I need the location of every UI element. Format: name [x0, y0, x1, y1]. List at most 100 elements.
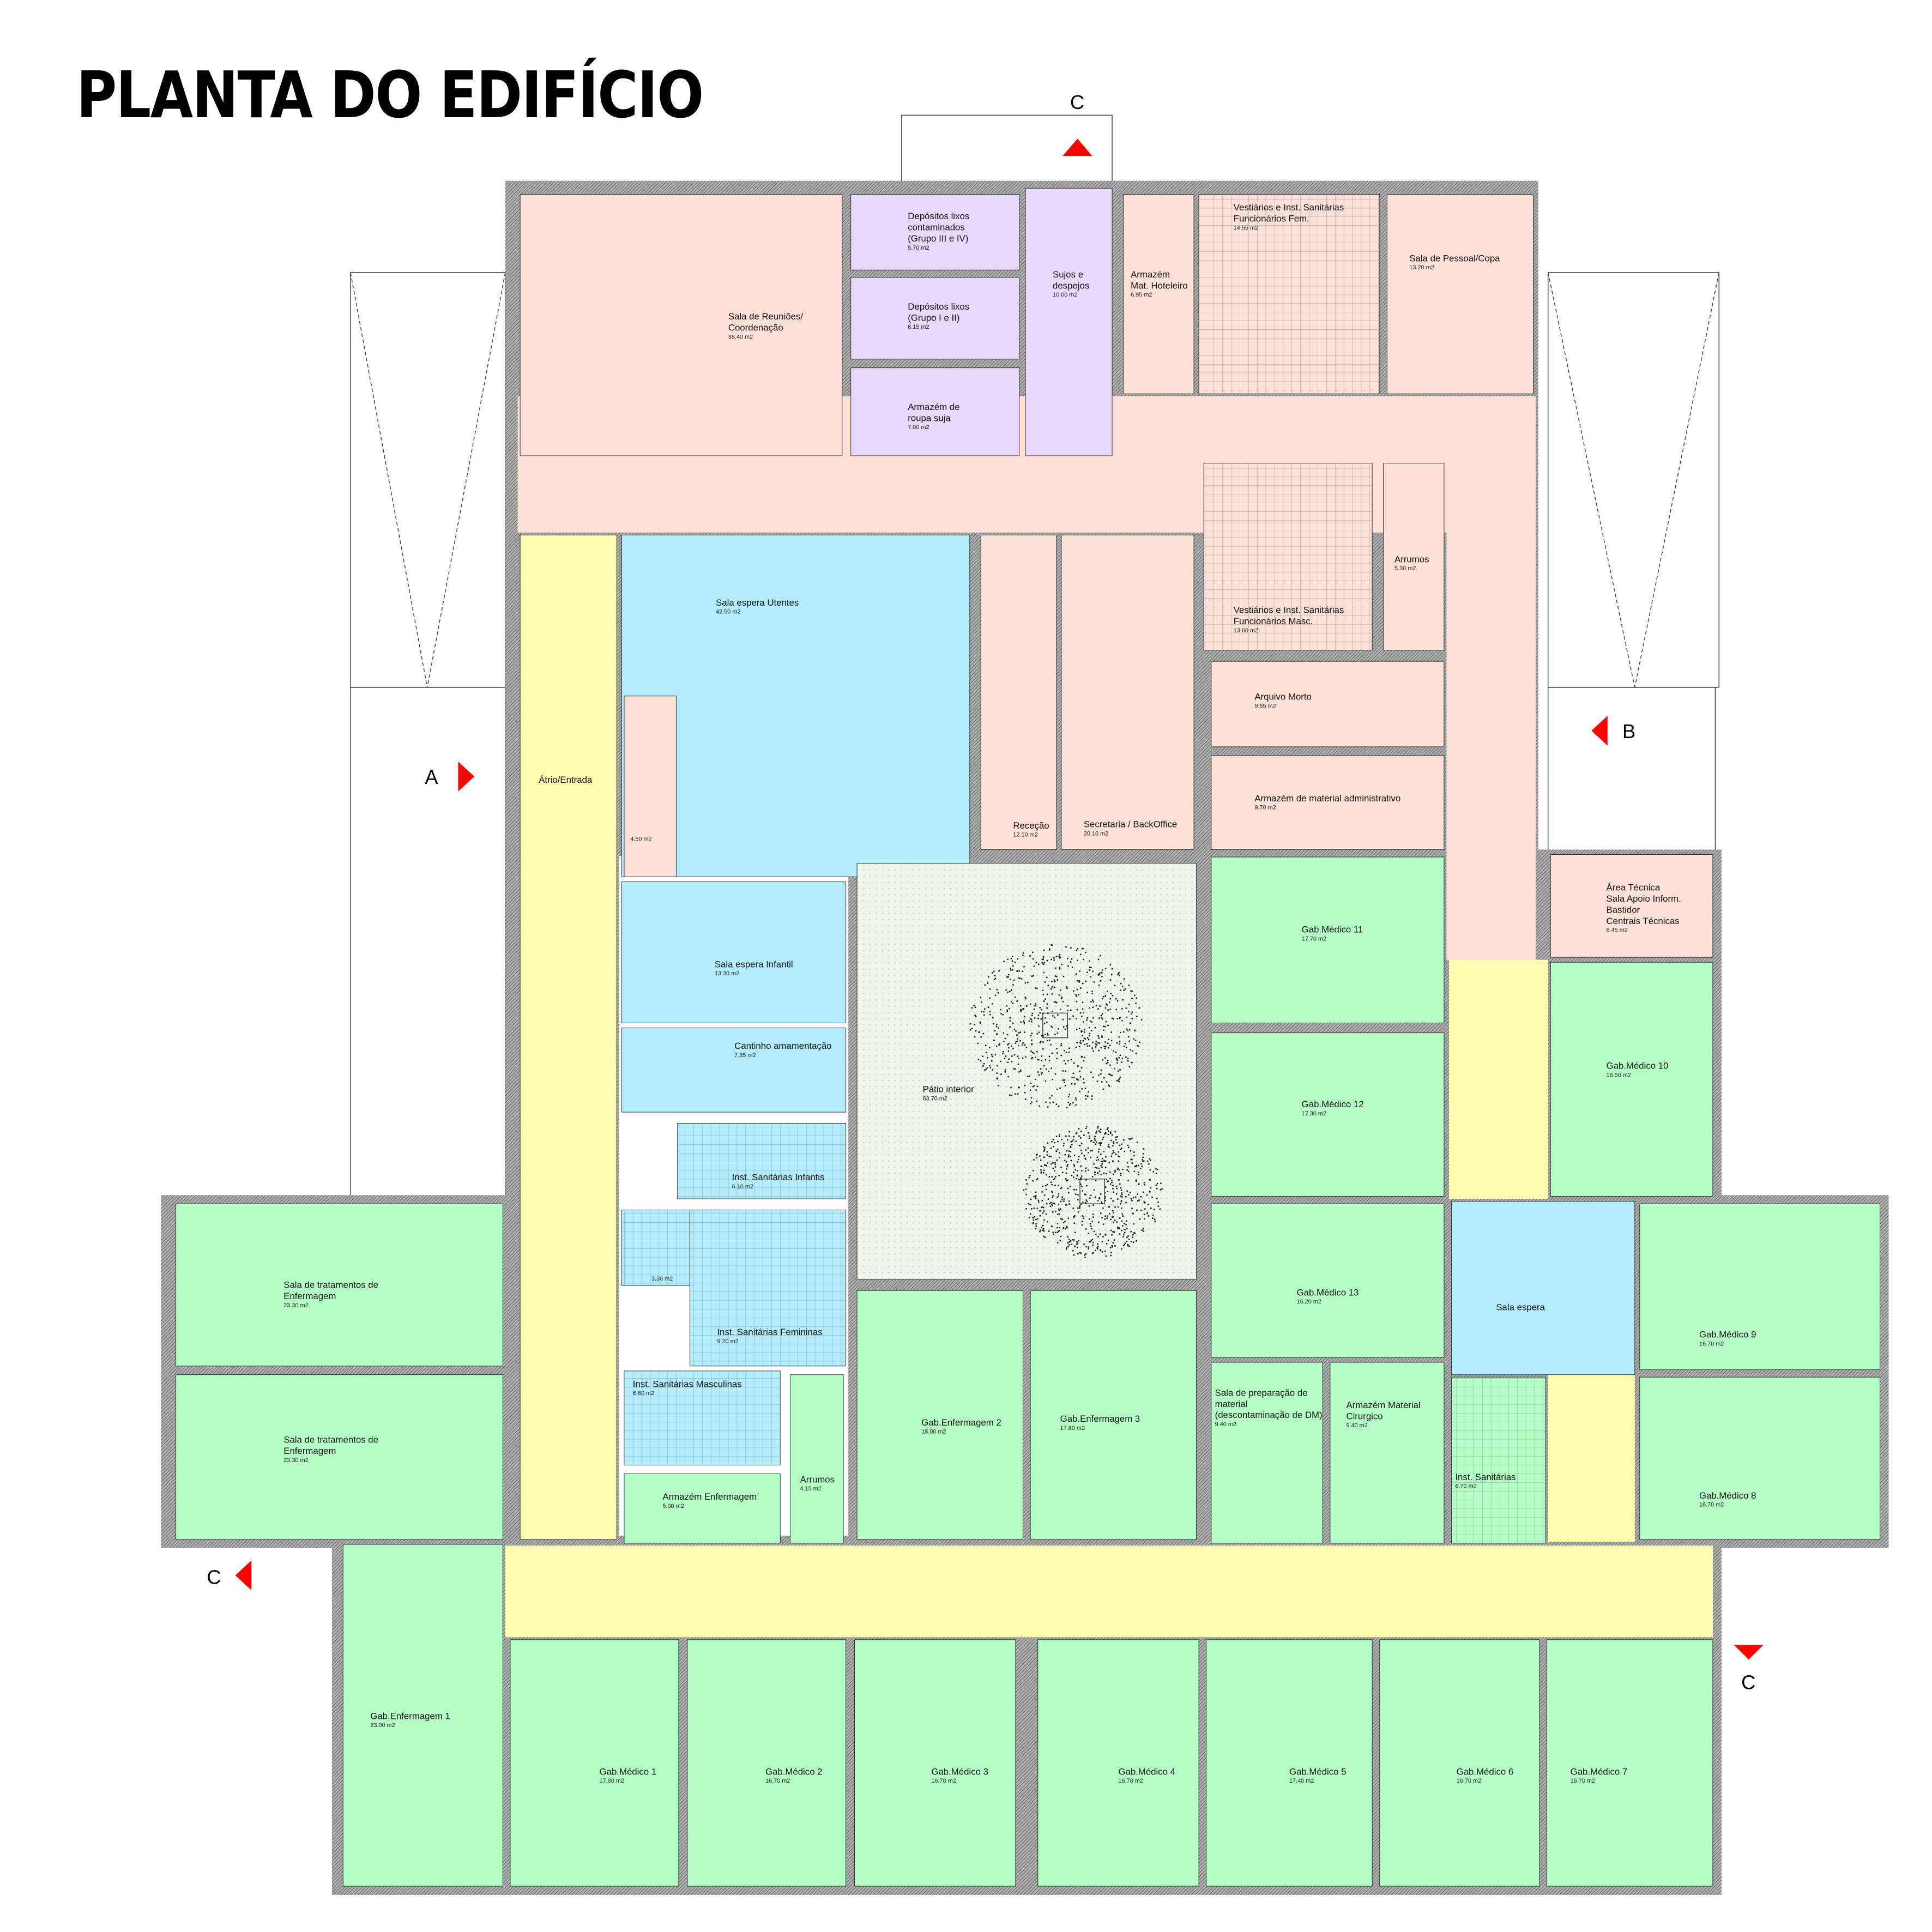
- room-name: Gab.Médico 13: [1297, 1287, 1359, 1297]
- room-name: Gab.Médico 2: [765, 1766, 823, 1777]
- section-marker-C-left: C: [207, 1560, 252, 1590]
- corridor: [1548, 1374, 1635, 1542]
- section-marker-B: B: [1591, 716, 1635, 746]
- room-name: Arrumos: [1394, 554, 1429, 564]
- canopy-dashed-line: [1634, 272, 1719, 687]
- room-name: Sala de tratamentos de: [283, 1435, 378, 1445]
- room-fill: [850, 194, 1020, 270]
- room-gm5: Gab.Médico 517.40 m2: [1206, 1639, 1373, 1887]
- room-area: 16.70 m2: [931, 1778, 956, 1784]
- room-name: Gab.Médico 8: [1699, 1490, 1756, 1501]
- room-name: Armazém de: [908, 402, 959, 412]
- exterior-outline: [350, 687, 506, 1202]
- room-name: Funcionários Fem.: [1234, 214, 1309, 224]
- room-fill: [1639, 1376, 1881, 1540]
- room-name: Gab.Enfermagem 1: [370, 1711, 450, 1721]
- room-fill: [176, 1374, 503, 1540]
- room-area: 17.30 m2: [1302, 1110, 1326, 1117]
- section-label: B: [1622, 720, 1635, 742]
- room-area: 16.70 m2: [765, 1778, 790, 1784]
- section-label: C: [1070, 91, 1084, 113]
- room-name: Armazém Material: [1346, 1400, 1420, 1410]
- room-area: 16.70 m2: [1699, 1341, 1724, 1347]
- page-title: PLANTA DO EDIFÍCIO: [76, 57, 704, 132]
- room-area: 23.00 m2: [370, 1722, 395, 1729]
- tile-floor: [1199, 194, 1380, 394]
- room-espera_dir: Sala espera: [1451, 1201, 1635, 1375]
- room-gm8: Gab.Médico 816.70 m2: [1639, 1376, 1881, 1540]
- room-fill: [1211, 1033, 1445, 1197]
- canopy-dashed-line: [1548, 272, 1635, 687]
- room-dep_12: Depósitos lixos(Grupo I e II)6.15 m2: [850, 277, 1020, 360]
- room-sala_prep: Sala de preparação dematerial(descontami…: [1211, 1362, 1323, 1544]
- room-name: Coordenação: [728, 323, 783, 333]
- room-vest_masc: Vestiários e Inst. SanitáriasFuncionário…: [1203, 463, 1373, 651]
- room-fill: [1061, 534, 1194, 850]
- room-name: contaminados: [908, 222, 965, 233]
- room-fill: [1386, 194, 1533, 394]
- room-fill: [624, 696, 677, 877]
- room-fill: [1451, 1201, 1635, 1375]
- tile-floor: [677, 1123, 846, 1199]
- room-name: Receção: [1013, 820, 1049, 831]
- room-name: Depósitos lixos: [908, 211, 969, 221]
- room-name: Bastidor: [1607, 904, 1640, 915]
- room-fill: [1330, 1362, 1445, 1544]
- section-arrow-icon: [1734, 1644, 1764, 1660]
- room-area: 17.70 m2: [1302, 935, 1326, 942]
- room-name: Sujos e: [1053, 269, 1083, 280]
- room-name: Gab.Enfermagem 3: [1060, 1414, 1140, 1424]
- room-name: Funcionários Masc.: [1234, 616, 1313, 626]
- room-area: 23.30 m2: [283, 1302, 308, 1309]
- room-area: 9.70 m2: [1254, 805, 1276, 811]
- room-area: 6.60 m2: [633, 1390, 654, 1397]
- exterior-outline: [1548, 687, 1716, 853]
- room-fill: [1025, 188, 1113, 456]
- room-area: 13.20 m2: [1409, 264, 1434, 271]
- room-name: Átrio/Entrada: [539, 775, 593, 785]
- room-name: Gab.Enfermagem 2: [921, 1417, 1001, 1428]
- room-fill: [1550, 854, 1713, 958]
- room-name: Armazém Enfermagem: [662, 1492, 757, 1502]
- room-fill: [1547, 1639, 1713, 1887]
- room-name: Pátio interior: [922, 1084, 974, 1095]
- room-name: Sala de preparação de: [1215, 1387, 1308, 1398]
- room-area: 6.15 m2: [908, 324, 929, 330]
- room-fill: [1123, 194, 1194, 394]
- room-name: Sala espera: [1496, 1302, 1545, 1313]
- tile-floor: [1451, 1377, 1546, 1543]
- room-area: 3.30 m2: [651, 1276, 673, 1282]
- room-area: 13.60 m2: [1234, 627, 1258, 634]
- room-gm6: Gab.Médico 616.70 m2: [1379, 1639, 1540, 1887]
- room-area: 5.70 m2: [908, 245, 929, 251]
- room-fill: [980, 534, 1057, 850]
- room-name: Área Técnica: [1607, 882, 1661, 892]
- room-fill: [510, 1639, 679, 1887]
- room-area: 10.00 m2: [1053, 292, 1077, 298]
- room-fill: [1383, 463, 1445, 651]
- room-fill: [850, 277, 1020, 360]
- room-fill: [342, 1544, 503, 1887]
- room-fill: [1211, 755, 1445, 850]
- room-balcao: 4.50 m2: [624, 696, 677, 877]
- exterior-outline: [1548, 272, 1719, 688]
- room-fill: [1211, 856, 1445, 1023]
- room-name: Enfermagem: [283, 1446, 336, 1456]
- room-name: Cantinho amamentação: [734, 1041, 831, 1051]
- room-area: 16.70 m2: [1118, 1778, 1143, 1784]
